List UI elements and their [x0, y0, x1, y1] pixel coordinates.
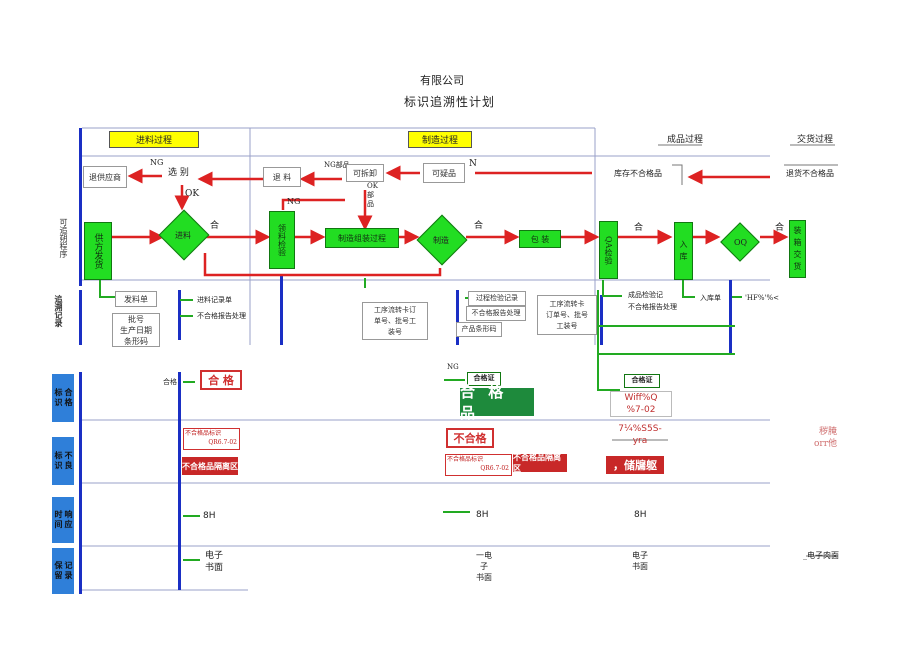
packing-box: 包 装: [519, 230, 561, 248]
ng-mark-1: NG: [150, 158, 164, 167]
work-card-box: 工序流转卡订 单号、批号工 装号: [362, 302, 428, 340]
stock-ng-label: 库存不合格品: [614, 169, 662, 178]
cert-stamp: 合 格: [200, 370, 242, 390]
ng-report-1: 不合格报告处理: [197, 312, 246, 320]
label-sequence: 可追朔程序: [59, 218, 68, 258]
detachable-box: 可拆卸: [346, 164, 384, 182]
pass-mark-2: 合: [474, 221, 484, 231]
record-1: 电子 书面: [205, 551, 224, 573]
ng-report-2-box: 不合格报告处理: [466, 306, 526, 321]
ng-tag-small-2-code: QR6.7-02: [480, 465, 509, 472]
ng-tag-small-code: QR6.7-02: [208, 439, 237, 446]
incoming-record: 进料记录单: [197, 296, 232, 304]
stock-slip: 入库单: [700, 294, 721, 302]
ng-tag-small-2: 不合格品标识 QR6.7-02: [445, 454, 512, 476]
row-cert-label: 合格 标识: [52, 374, 74, 422]
record-3: 电子 书面: [632, 551, 648, 571]
transfer-card-box: 工序流转卡 订单号、批号 工装号: [537, 295, 597, 335]
cert-cert-tag-2: 合格证: [624, 374, 660, 388]
ng-parts-label: NG部品: [324, 161, 350, 169]
load-ship-box: 装 箱 交 货: [789, 220, 806, 278]
supplier-ship-box: 供方发货: [84, 222, 112, 280]
ng-tag-small-text: 不合格品标识: [185, 430, 222, 437]
phase-incoming: 进料过程: [109, 131, 199, 148]
cert-small: 合格: [163, 378, 177, 386]
receiving-box: 领料检验: [269, 211, 295, 269]
product-barcode-box: 产品条形码: [456, 322, 502, 337]
ng-isolate-area: 不合格品隔离区: [182, 457, 238, 475]
ng-tag-small: 不合格品标识 QR6.7-02: [183, 428, 240, 450]
return-ng-label: 退货不合格品: [786, 169, 834, 178]
return-material-box: 退 料: [263, 167, 301, 187]
ng-stamp-2: 不合格: [446, 428, 494, 448]
cert-cert-tag: 合格证: [467, 372, 501, 386]
finished-record: 成品检验记 不合格报告处理: [628, 291, 677, 311]
record-2: 一电 子 书面: [476, 551, 492, 582]
ng-tag-small-2-text: 不合格品标识: [447, 456, 484, 463]
row-response-label: 响应 时间: [52, 497, 74, 543]
pass-mark-4: 合: [775, 223, 785, 233]
cert-big-stamp: 合 格 品: [460, 383, 534, 422]
make-inspect-label: 制造: [433, 236, 449, 245]
phase-manufacturing: 制造过程: [408, 131, 472, 148]
ng-top-mark: NG: [447, 363, 459, 371]
issue-slip-box: 发料单: [115, 291, 157, 307]
shipping-slip: 'HF%'%<: [745, 294, 779, 302]
incoming-inspect-label: 进料: [175, 231, 191, 240]
right-garbled-text: 秽腌 orr他: [814, 427, 838, 449]
process-record-box: 过程检验记录: [468, 291, 526, 306]
qa-inspect-box: QA检验: [599, 221, 618, 279]
pass-mark-1: 合: [210, 221, 220, 231]
ok-mark-1: OK: [185, 189, 200, 199]
red-area: ，储牖躯: [606, 456, 664, 474]
ng-mark-2: NG: [287, 197, 301, 206]
batch-box: 批号 生产日期 条形码: [112, 313, 160, 347]
time-1: 8H: [203, 511, 216, 521]
ok-parts-label: OK 部 品: [367, 182, 378, 208]
suspect-box: 可疑品: [423, 163, 465, 183]
sort-label: 选 别: [168, 168, 189, 178]
ng-isolate-area-2: 不合格品隔离区: [513, 452, 567, 473]
page-title: 标识追溯性计划: [404, 95, 496, 109]
row-ng-label: 不良 标识: [52, 437, 74, 485]
warehousing-box: 入 库: [674, 222, 693, 280]
oqc-label: OQ: [734, 238, 748, 247]
row-record-keep-label: 记录 保留: [52, 548, 74, 594]
company-name: 有限公司: [420, 74, 464, 87]
record-4: _电子肉面: [803, 551, 839, 560]
phase-delivery: 交货过程: [796, 135, 833, 145]
pass-mark-3: 合: [634, 223, 644, 233]
assembly-box: 制造组装过程: [325, 228, 399, 248]
garbled-text-1: Wiff%Q %7-02: [610, 391, 672, 417]
garbled-text-2: 7¼%S5S- yra: [618, 424, 662, 446]
phase-finished: 成品过程: [666, 135, 703, 145]
return-supplier-box: 退供应商: [83, 166, 127, 188]
label-trace-record: 追溯记录: [54, 295, 64, 327]
time-3: 8H: [634, 510, 647, 520]
time-2: 8H: [476, 510, 489, 520]
n-mark: N: [469, 159, 477, 169]
